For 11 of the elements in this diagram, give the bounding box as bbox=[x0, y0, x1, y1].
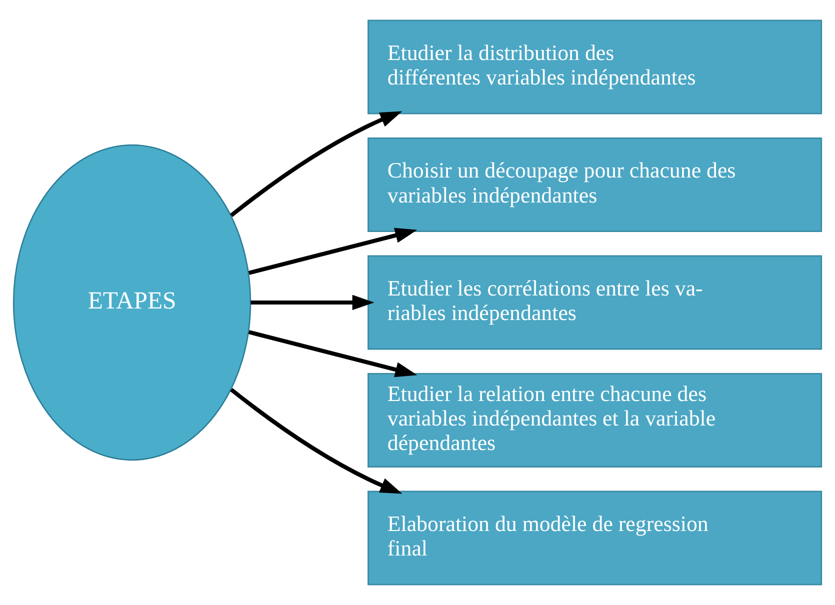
node-box: Choisir un découpage pour chacune des variables indépendantes bbox=[368, 138, 822, 232]
arrow bbox=[250, 294, 374, 310]
node-box: Elaboration du modèle de regression final bbox=[368, 490, 822, 586]
arrow bbox=[248, 228, 418, 275]
node-box: Etudier la distribution des différentes variables indépendantes bbox=[368, 20, 822, 114]
node-box: Etudier la relation entre chacune des variables indépendantes et la variable dépendantes bbox=[368, 373, 822, 468]
arrow bbox=[230, 111, 402, 218]
arrow bbox=[230, 388, 402, 494]
arrow bbox=[248, 330, 418, 378]
node-box: Etudier les corrélations entre les va- riables indépendantes bbox=[368, 255, 822, 350]
node-ellipse: ETAPES bbox=[12, 144, 252, 461]
